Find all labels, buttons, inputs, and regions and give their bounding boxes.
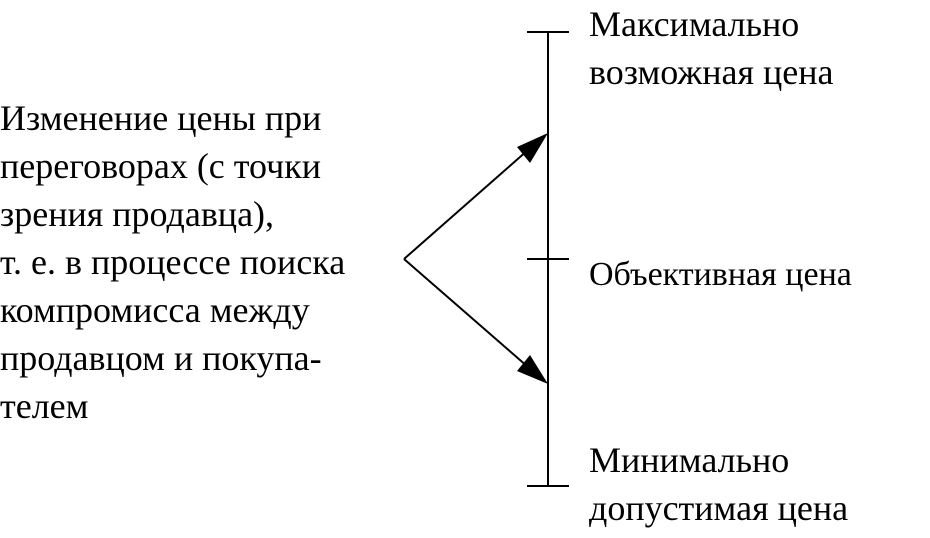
max-price-label: Максимально возможная цена [589,0,834,96]
description-line-7: телем [0,386,89,426]
description-line-2: переговорах (с точки [0,146,321,186]
min-price-label: Минимально допустимая цена [589,436,848,532]
description-line-5: компромисса между [0,290,310,330]
objective-price-label: Объективная цена [589,251,852,299]
min-price-label-line-2: допустимая цена [589,488,849,528]
max-price-label-line-2: возможная цена [589,52,834,92]
arrow-up-head [517,133,548,163]
description-line-6: продавцом и покупа- [0,338,322,378]
description-line-1: Изменение цены при [0,98,322,138]
min-price-label-line-1: Минимально [589,440,790,480]
max-price-label-line-1: Максимально [589,4,800,44]
objective-price-label-line-1: Объективная цена [589,256,852,293]
description-line-3: зрения продавца), [0,194,275,234]
description-line-4: т. е. в процессе поиска [0,242,346,282]
arrow-down-head [517,355,548,384]
arrow-up-line [403,149,529,260]
negotiation-description: Изменение цены при переговорах (с точки … [0,94,400,430]
arrow-down-line [403,258,529,368]
